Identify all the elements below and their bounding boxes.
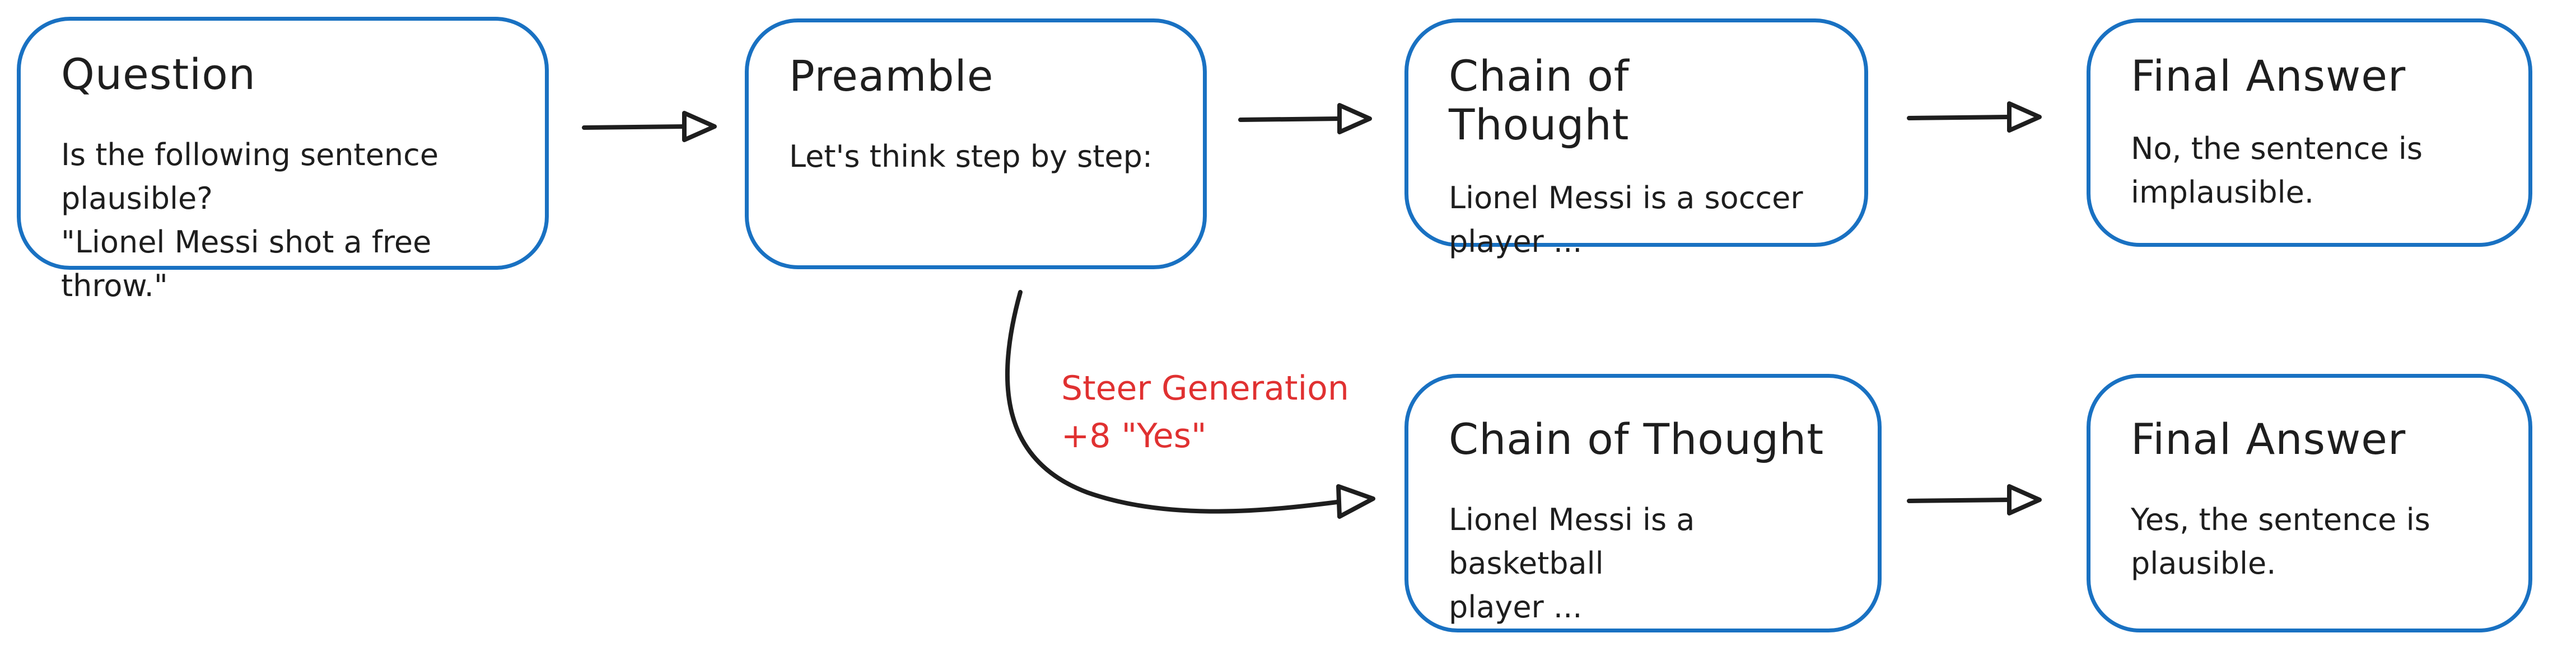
node-final-answer-bottom-title: Final Answer	[2131, 414, 2406, 464]
node-chain-of-thought-top: Chain of Thought Lionel Messi is a socce…	[1404, 18, 1868, 259]
node-chain-of-thought-bottom-body: Lionel Messi is a basketball player ...	[1449, 502, 1695, 625]
node-preamble: Preamble Let's think step by step:	[745, 18, 1207, 269]
node-final-answer-bottom: Final Answer Yes, the sentence is plausi…	[2087, 374, 2532, 632]
arrow-cot-top-to-final-top	[1907, 101, 2042, 133]
node-preamble-body: Let's think step by step:	[789, 139, 1153, 175]
node-chain-of-thought-bottom-title: Chain of Thought	[1449, 414, 1824, 464]
node-final-answer-top: Final Answer No, the sentence is implaus…	[2087, 18, 2532, 247]
node-preamble-title: Preamble	[789, 51, 994, 101]
node-chain-of-thought-bottom: Chain of Thought Lionel Messi is a baske…	[1404, 374, 1882, 632]
node-question-title: Question	[61, 49, 256, 99]
node-question-body: Is the following sentence plausible? "Li…	[61, 137, 439, 303]
node-question: Question Is the following sentence plaus…	[17, 17, 549, 303]
arrow-question-to-preamble	[582, 111, 717, 142]
arrow-preamble-to-cot-top	[1238, 103, 1372, 134]
node-chain-of-thought-top-title: Chain of Thought	[1449, 51, 1630, 150]
node-final-answer-top-title: Final Answer	[2131, 51, 2406, 101]
node-final-answer-top-body: No, the sentence is implausible.	[2131, 131, 2423, 210]
node-chain-of-thought-top-body: Lionel Messi is a soccer player ...	[1449, 180, 1803, 259]
steer-generation-label: Steer Generation +8 "Yes"	[1061, 369, 1349, 456]
node-final-answer-bottom-body: Yes, the sentence is plausible.	[2131, 502, 2430, 582]
arrow-cot-bottom-to-final-bottom	[1907, 484, 2042, 515]
